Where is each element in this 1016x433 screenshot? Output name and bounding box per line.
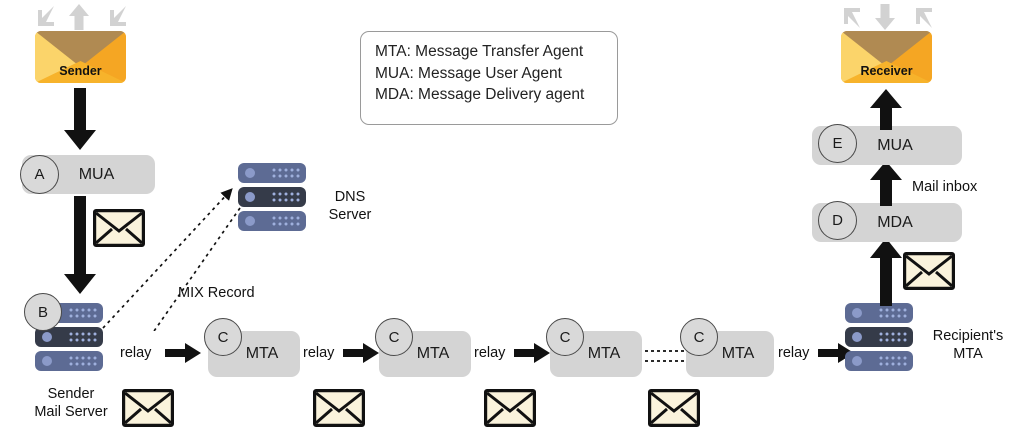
mta-chain-continuation-dots — [645, 348, 687, 369]
mta-label-2: MTA — [416, 345, 450, 362]
step-circle-e: E — [818, 124, 857, 163]
mta-label-4: MTA — [721, 345, 755, 362]
relay-label-1: relay — [120, 345, 152, 361]
step-circle-b-label: B — [37, 303, 48, 321]
receiver-envelope-icon: Receiver — [841, 31, 932, 83]
sender-mail-server-label: Sender Mail Server — [9, 385, 133, 421]
mail-envelope-icon-5 — [648, 389, 700, 427]
relay-label-4: relay — [778, 345, 810, 361]
step-circle-c-1-label: C — [217, 328, 229, 346]
recipient-mua-label: MUA — [877, 136, 913, 154]
sender-envelope-icon: Sender — [35, 31, 126, 83]
recipient-mta-server-icon — [845, 303, 913, 373]
relay-label-3: relay — [474, 345, 506, 361]
mail-inbox-label: Mail inbox — [912, 179, 978, 195]
sender-mail-server-line1: Sender — [47, 386, 95, 402]
sender-decorative-arrows-icon — [32, 2, 132, 32]
step-circle-a-label: A — [34, 166, 45, 183]
mta-label-3: MTA — [587, 345, 621, 362]
step-circle-c-3-label: C — [559, 328, 571, 346]
sender-envelope-label: Sender — [59, 64, 102, 78]
legend-line-mta: MTA: Message Transfer Agent — [375, 43, 584, 60]
step-circle-c-2: C — [375, 318, 413, 356]
dns-query-response-arrows — [100, 186, 260, 357]
recipient-mta-label: Recipient's MTA — [920, 327, 1016, 363]
relay-label-2: relay — [303, 345, 335, 361]
step-circle-e-label: E — [832, 135, 843, 152]
step-circle-c-4-label: C — [693, 328, 705, 346]
step-circle-c-3: C — [546, 318, 584, 356]
step-circle-c-4: C — [680, 318, 718, 356]
mail-envelope-icon-6 — [903, 252, 955, 290]
mix-record-label: MIX Record — [178, 285, 255, 301]
receiver-decorative-arrows-icon — [838, 2, 938, 32]
arrow-mua-to-mailserver — [60, 196, 100, 299]
arrow-sender-to-mua — [60, 88, 100, 155]
sender-mua-label: MUA — [78, 165, 115, 183]
relay-arrow-1 — [165, 343, 201, 368]
receiver-envelope-label: Receiver — [860, 64, 913, 78]
step-circle-c-1: C — [204, 318, 242, 356]
dns-server-icon — [238, 163, 306, 233]
step-circle-d-label: D — [832, 212, 843, 229]
mail-envelope-icon-3 — [313, 389, 365, 427]
recipient-mta-line1: Recipient's — [932, 328, 1004, 344]
dns-server-line2: Server — [328, 207, 372, 223]
mail-envelope-icon-1 — [93, 209, 145, 247]
mail-envelope-icon-4 — [484, 389, 536, 427]
recipient-mda-label: MDA — [877, 213, 913, 231]
step-circle-a: A — [20, 155, 59, 194]
arrow-recipientmta-to-mda — [866, 236, 906, 311]
relay-arrow-3 — [514, 343, 550, 368]
arrow-mda-to-mua — [866, 160, 906, 211]
dns-server-line1: DNS — [334, 189, 366, 205]
legend-line-mda: MDA: Message Delivery agent — [375, 86, 585, 103]
step-circle-d: D — [818, 201, 857, 240]
mta-label-1: MTA — [245, 345, 279, 362]
legend-box: MTA: Message Transfer Agent MUA: Message… — [360, 31, 618, 125]
step-circle-c-2-label: C — [388, 328, 400, 346]
relay-arrow-2 — [343, 343, 379, 368]
dns-server-label: DNS Server — [312, 188, 388, 224]
step-circle-b: B — [24, 293, 62, 331]
mail-envelope-icon-2 — [122, 389, 174, 427]
sender-mail-server-line2: Mail Server — [34, 404, 108, 420]
arrow-mua-to-receiver — [866, 88, 906, 135]
recipient-mta-line2: MTA — [953, 346, 983, 362]
legend-line-mua: MUA: Message User Agent — [375, 64, 562, 82]
